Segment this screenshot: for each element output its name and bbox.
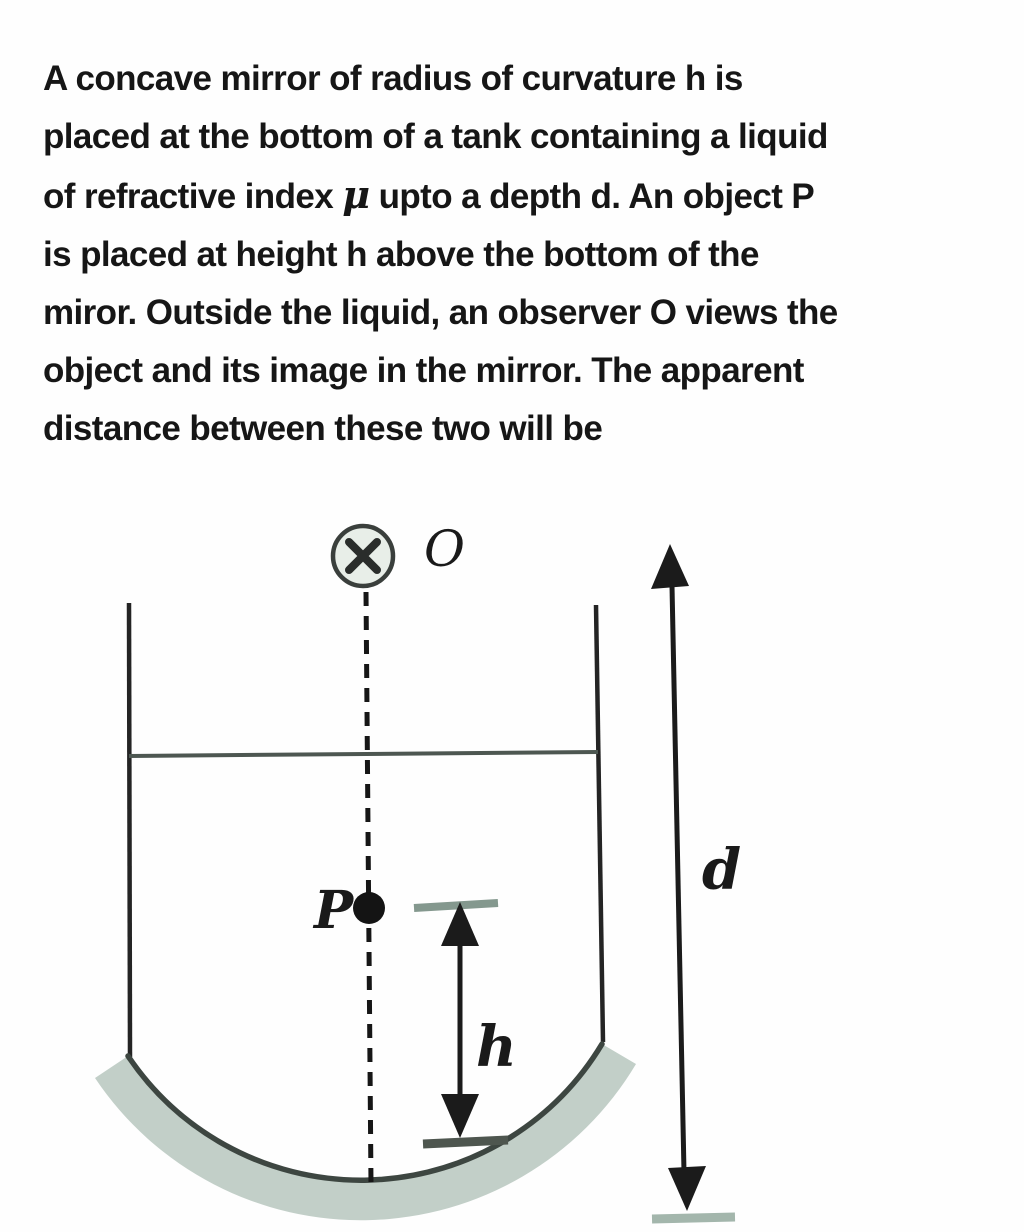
question-line: miror. Outside the liquid, an observer O… [43, 293, 838, 332]
question-line3-post: upto a depth d. An object P [369, 177, 815, 216]
concave-mirror-band [95, 1044, 636, 1221]
depth-arrow [651, 544, 736, 1224]
mu-symbol: μ [342, 172, 370, 217]
question-text: A concave mirror of radius of curvature … [43, 50, 993, 458]
question-line: distance between these two will be [43, 409, 603, 448]
depth-label: d [702, 837, 741, 903]
tank-right-wall [593, 604, 606, 1043]
question-line: object and its image in the mirror. The … [43, 351, 804, 390]
optical-axis-dashed-line [363, 591, 374, 1185]
question-line3-pre: of refractive index [43, 177, 343, 216]
observer-label: O [424, 520, 465, 578]
depth-arrow-shaft [669, 585, 687, 1173]
height-arrowhead-down [441, 1094, 479, 1138]
depth-arrowhead-up [651, 544, 689, 589]
height-top-tick [413, 899, 499, 912]
concave-mirror-surface [125, 1041, 605, 1183]
height-bottom-tick [422, 1135, 509, 1149]
depth-bottom-tick [651, 1212, 736, 1224]
height-arrowhead-up [441, 902, 479, 946]
question-line: is placed at height h above the bottom o… [43, 235, 759, 274]
question-line: of refractive index μ upto a depth d. An… [43, 166, 993, 226]
observer-symbol [330, 523, 396, 589]
depth-arrowhead-down [668, 1166, 706, 1211]
object-label: P [312, 880, 355, 941]
observer-cross-icon [345, 538, 381, 574]
height-arrow [413, 899, 509, 1149]
tank-left-wall [126, 602, 133, 1058]
question-line: placed at the bottom of a tank containin… [43, 117, 828, 156]
question-line: A concave mirror of radius of curvature … [43, 59, 743, 98]
liquid-surface-line [128, 750, 599, 758]
height-label: h [476, 1014, 517, 1080]
object-point-dot [353, 892, 385, 924]
